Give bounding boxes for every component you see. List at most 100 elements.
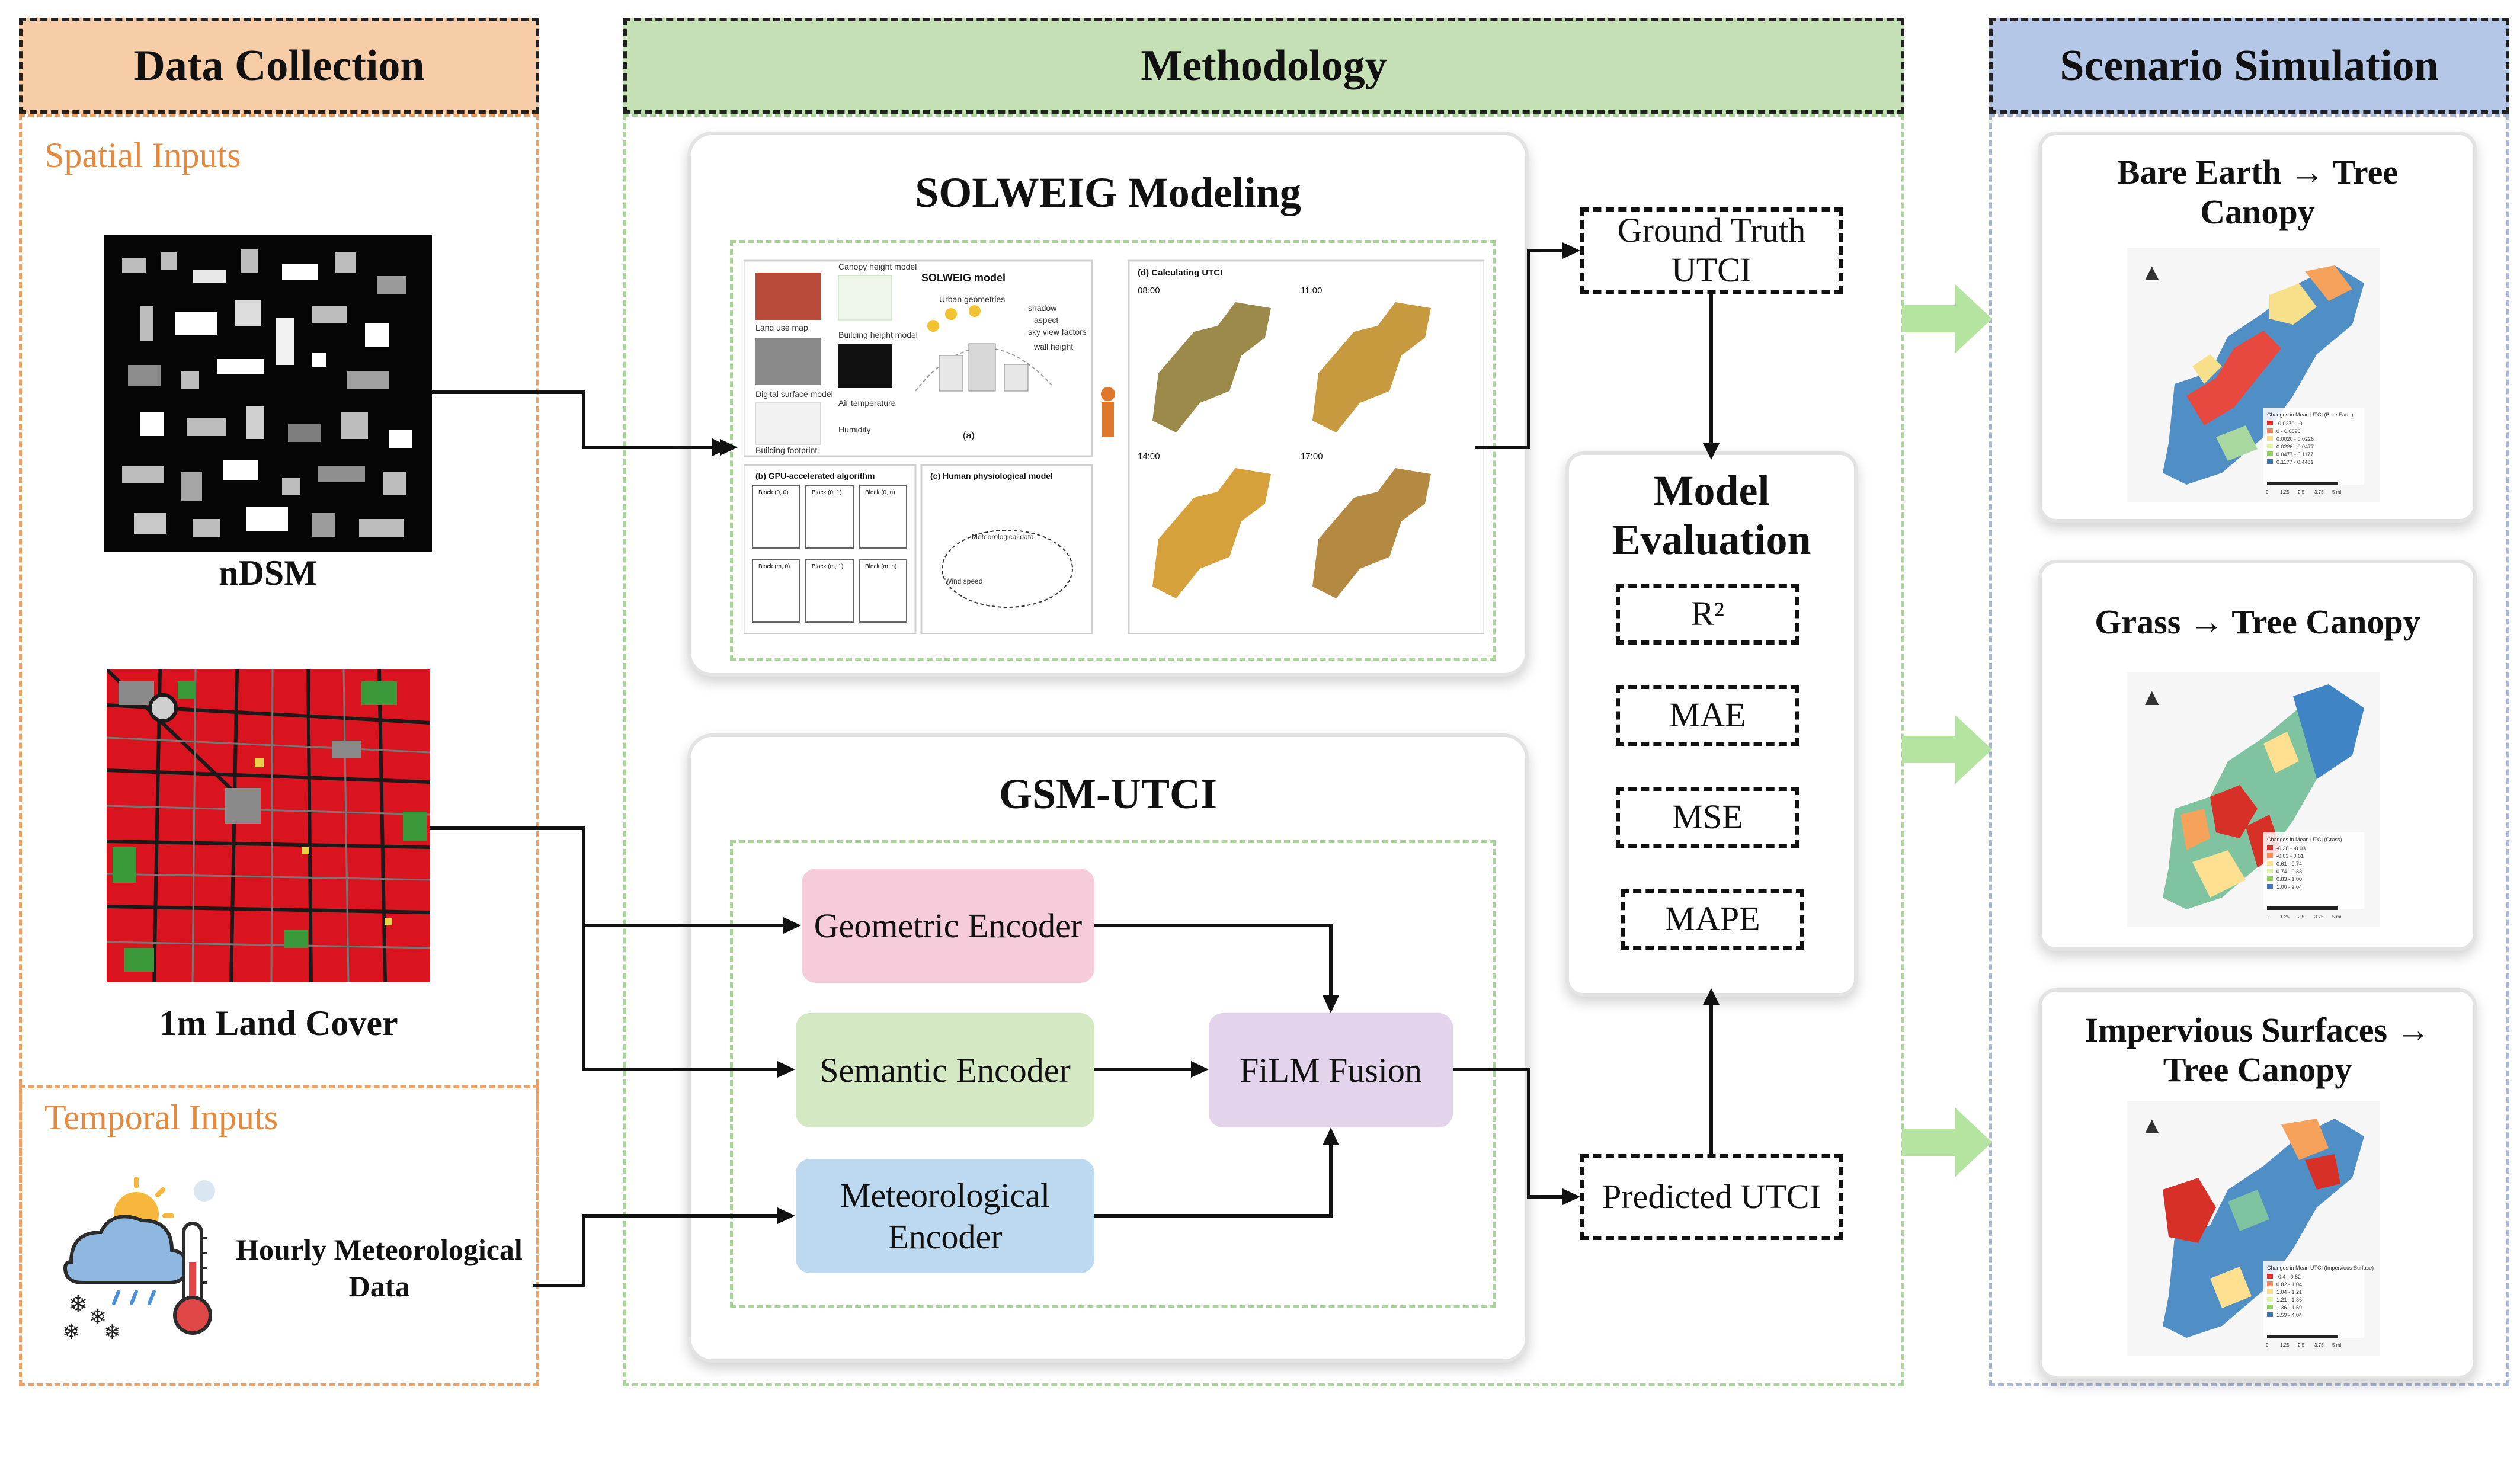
legend-3-4: 1.36 - 1.59 (2276, 1305, 2302, 1311)
arrow-ndsm-to-solweig (432, 390, 730, 456)
scenario-simulation-header: Scenario Simulation (1989, 18, 2509, 114)
geometric-encoder: Geometric Encoder (802, 869, 1094, 983)
fig-block-6: Block (m, n) (865, 563, 896, 570)
fig-block-1: Block (0, 0) (758, 489, 789, 496)
arrow-landcover-to-geometric (430, 826, 793, 928)
legend-2-4: 0.83 - 1.00 (2276, 876, 2302, 882)
scenario-title-3: Impervious Surfaces → Tree Canopy (2084, 1011, 2431, 1089)
fig-label-solweig-model: SOLWEIG model (921, 272, 1006, 284)
arrowhead-solweig (720, 439, 738, 456)
fig-block-3: Block (0, n) (865, 489, 895, 496)
spatial-inputs-label: Spatial Inputs (44, 136, 241, 175)
fig-label-panel-d: (d) Calculating UTCI (1138, 268, 1222, 278)
fig-label-canopy: Canopy height model (838, 262, 917, 271)
fig-block-2: Block (0, 1) (812, 489, 842, 496)
scale-1-4: 5 mi (2332, 489, 2341, 495)
legend-1-0: -0.0270 - 0 (2276, 421, 2303, 427)
arrowhead-eval-top (1703, 443, 1720, 460)
land-cover-label: 1m Land Cover (159, 1003, 398, 1043)
arrowhead-film-top (1323, 995, 1339, 1013)
predicted-utci-box: Predicted UTCI (1580, 1154, 1843, 1240)
north-arrow-icon: ▲ (2140, 684, 2164, 710)
legend-title-1: Changes in Mean UTCI (Bare Earth) (2267, 412, 2354, 418)
arrow-meteo-to-film (1094, 1136, 1334, 1218)
solweig-figure-frame (730, 240, 1496, 661)
green-arrow-2 (1902, 715, 1992, 784)
arrow-meteo-to-encoder (533, 1213, 787, 1287)
scale-2-3: 3.75 (2314, 914, 2324, 919)
scale-1-3: 3.75 (2314, 489, 2324, 495)
fig-block-5: Block (m, 1) (812, 563, 843, 570)
svg-text:❄: ❄ (68, 1292, 88, 1318)
legend-1-4: 0.0477 - 0.1177 (2276, 451, 2313, 457)
fig-time-4: 17:00 (1301, 451, 1323, 462)
semantic-encoder: Semantic Encoder (796, 1013, 1094, 1127)
legend-2-5: 1.00 - 2.04 (2276, 884, 2302, 890)
fig-time-1: 08:00 (1138, 286, 1160, 296)
fig-label-building-height: Building height model (838, 330, 918, 339)
green-arrow-3 (1902, 1108, 1992, 1177)
scenario-map-3: ▲ Changes in Mean UTCI (Impervious Surfa… (2127, 1101, 2380, 1356)
scenario-title-1: Bare Earth → Tree Canopy (2116, 153, 2399, 231)
fig-label-panel-a: (a) (963, 431, 975, 441)
scale-3-2: 2.5 (2298, 1343, 2305, 1348)
scale-1-0: 0 (2266, 489, 2269, 495)
svg-text:❄: ❄ (62, 1319, 80, 1339)
svg-text:❄: ❄ (104, 1321, 121, 1339)
fig-label-panel-c: (c) Human physiological model (930, 471, 1053, 480)
legend-2-2: 0.61 - 0.74 (2276, 861, 2302, 867)
legend-3-5: 1.59 - 4.04 (2276, 1312, 2302, 1318)
green-arrow-1 (1902, 284, 1992, 353)
arrowhead-film-bottom (1323, 1127, 1339, 1145)
scale-3-4: 5 mi (2332, 1343, 2341, 1348)
weather-icon: ❄❄❄❄ (62, 1177, 215, 1339)
methodology-title: Methodology (1141, 41, 1387, 90)
ndsm-image (104, 235, 432, 552)
legend-3-0: -0.4 - 0.82 (2276, 1274, 2301, 1280)
legend-1-3: 0.0226 - 0.0477 (2276, 444, 2314, 450)
arrow-film-to-predicted (1453, 1068, 1572, 1200)
legend-1-5: 0.1177 - 0.4481 (2276, 459, 2313, 465)
fig-label-humidity: Humidity (838, 425, 870, 434)
legend-3-2: 1.04 - 1.21 (2276, 1289, 2302, 1295)
fig-label-building-footprint: Building footprint (755, 446, 817, 455)
solweig-figure: Land use map Digital surface model Build… (744, 259, 1484, 634)
north-arrow-icon: ▲ (2140, 1113, 2164, 1139)
metric-r2: R² (1616, 584, 1799, 645)
scale-2-1: 1.25 (2280, 914, 2290, 919)
meteo-label: Hourly Meteorological Data (236, 1232, 523, 1303)
scenario-map-1: ▲ Changes in Mean UTCI (Bare Earth) -0.0… (2127, 248, 2380, 502)
meteorological-encoder: Meteorological Encoder (796, 1159, 1094, 1273)
data-collection-title: Data Collection (133, 41, 425, 90)
arrowhead-meteo (777, 1207, 795, 1224)
temporal-inputs-label: Temporal Inputs (44, 1098, 278, 1137)
temporal-inputs-frame (19, 1085, 539, 1386)
thermometer-icon (173, 1222, 212, 1335)
legend-2-1: -0.03 - 0.61 (2276, 853, 2304, 859)
fig-label-dsm: Digital surface model (755, 389, 833, 399)
fig-label-wind-speed: Wind speed (945, 577, 982, 585)
fig-time-2: 11:00 (1301, 286, 1322, 296)
north-arrow-icon: ▲ (2140, 259, 2164, 286)
fig-time-3: 14:00 (1138, 451, 1160, 462)
svg-text:❄: ❄ (89, 1305, 107, 1329)
fig-label-panel-b: (b) GPU-accelerated algorithm (755, 471, 875, 480)
scenario-map-2: ▲ Changes in Mean UTCI (Grass) -0.38 - -… (2127, 672, 2380, 927)
land-cover-image (107, 669, 430, 982)
scenario-title-2: Grass → Tree Canopy (2095, 602, 2420, 641)
fig-label-meteo-data: Meteorological data (972, 533, 1034, 541)
gsm-utci-title: GSM-UTCI (998, 770, 1217, 818)
metric-mae: MAE (1616, 685, 1799, 746)
scale-2-2: 2.5 (2298, 914, 2305, 919)
scenario-simulation-title: Scenario Simulation (2060, 41, 2439, 90)
scale-2-4: 5 mi (2332, 914, 2341, 919)
fig-label-wall-height: wall height (1033, 342, 1073, 351)
ndsm-label: nDSM (219, 553, 318, 592)
arrow-landcover-to-semantic (582, 925, 787, 1072)
fig-label-aspect: aspect (1034, 315, 1058, 325)
fig-label-shadow: shadow (1028, 303, 1057, 313)
arrowhead-groundtruth (1562, 242, 1580, 259)
legend-title-3: Changes in Mean UTCI (Impervious Surface… (2267, 1265, 2374, 1271)
